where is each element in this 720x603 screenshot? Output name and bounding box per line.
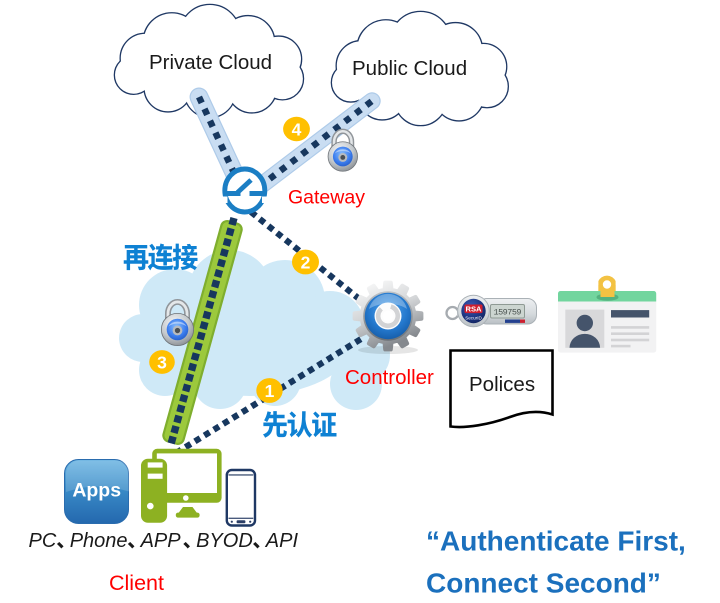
svg-text:Apps: Apps [72,480,121,502]
svg-text:Public Cloud: Public Cloud [352,57,467,80]
svg-text:159759: 159759 [494,308,522,318]
svg-text:Gateway: Gateway [288,187,365,209]
svg-text:Client: Client [109,571,164,595]
svg-text:RSA: RSA [465,305,482,314]
svg-text:Controller: Controller [345,366,434,389]
svg-text:BYOD: BYOD [196,530,253,552]
svg-text:3: 3 [157,352,167,372]
svg-text:APP: APP [140,530,182,552]
svg-text:4: 4 [292,119,302,139]
svg-text:2: 2 [301,252,311,272]
svg-text:Polices: Polices [469,373,535,396]
svg-text:API: API [265,530,299,552]
svg-text:SecurID: SecurID [465,316,482,321]
svg-text:Connect Second”: Connect Second” [426,568,661,599]
svg-text:1: 1 [265,381,275,401]
svg-text:Phone: Phone [70,530,128,552]
svg-text:Private Cloud: Private Cloud [149,51,272,74]
svg-text:“Authenticate First,: “Authenticate First, [426,526,686,557]
svg-text:PC: PC [29,530,57,552]
